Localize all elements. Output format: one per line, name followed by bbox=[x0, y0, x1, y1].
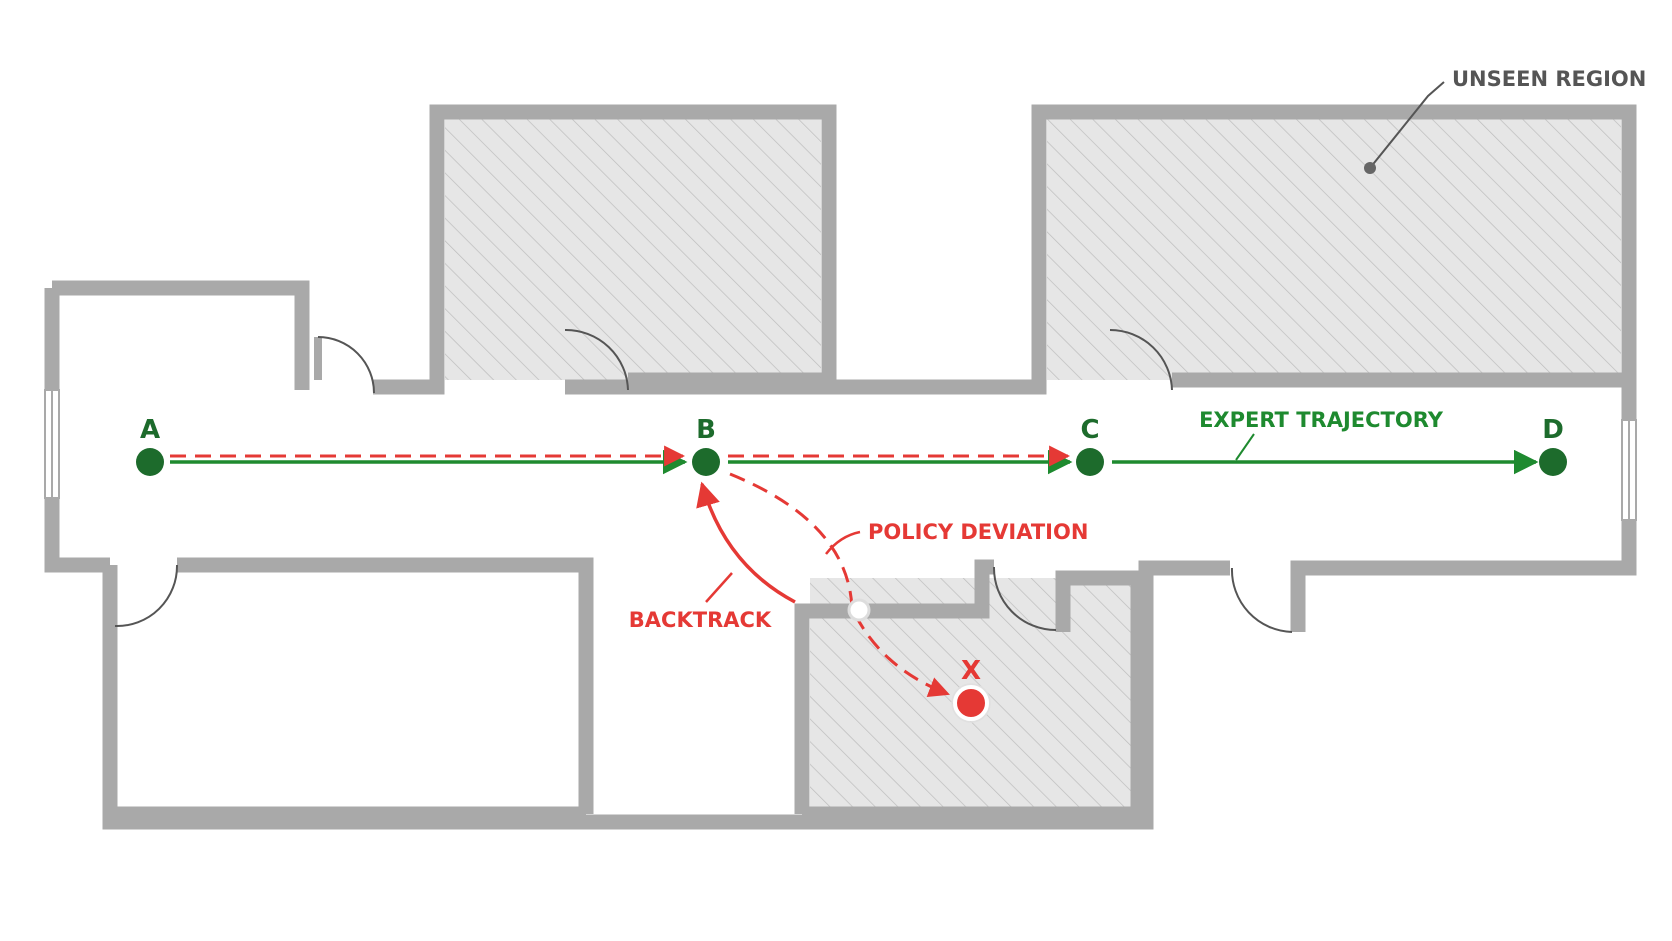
node-d bbox=[1539, 448, 1567, 476]
backtrack-label: BACKTRACK bbox=[629, 608, 772, 632]
wall-right-end bbox=[1290, 380, 1637, 632]
node-a bbox=[136, 448, 164, 476]
door-left-room bbox=[314, 336, 375, 394]
wall-left-room-side-lower bbox=[44, 498, 110, 573]
door-top-middle-room bbox=[564, 328, 629, 391]
leaders bbox=[705, 81, 1445, 603]
policy-trajectory bbox=[170, 445, 1071, 698]
node-x bbox=[953, 685, 989, 721]
unseen-region-dot bbox=[1364, 162, 1376, 174]
policy-deviation-label: POLICY DEVIATION bbox=[868, 520, 1088, 544]
node-b bbox=[692, 448, 720, 476]
wall-left-room-outer bbox=[52, 280, 310, 390]
wall-corridor-south-right bbox=[1138, 560, 1230, 578]
unseen-region-leader bbox=[1369, 81, 1445, 169]
node-d-label: D bbox=[1542, 415, 1564, 445]
policy-deviation-leader bbox=[825, 530, 861, 555]
windows bbox=[44, 389, 1637, 521]
expert-trajectory-label: EXPERT TRAJECTORY bbox=[1199, 408, 1444, 432]
door-bottom-middle-room bbox=[992, 566, 1057, 631]
unseen-region-label: UNSEEN REGION bbox=[1452, 67, 1646, 91]
wall-bottom-left-room bbox=[102, 565, 1154, 830]
walls bbox=[44, 104, 1637, 830]
labels: A B C D X UNSEEN REGION EXPERT TRAJECTOR… bbox=[140, 67, 1646, 686]
nodes bbox=[136, 448, 1567, 723]
backtrack-path bbox=[696, 481, 796, 604]
node-c bbox=[1076, 448, 1104, 476]
node-x-label: X bbox=[961, 656, 981, 686]
node-x-outline bbox=[951, 683, 991, 723]
wall-bottom-middle-room-right bbox=[802, 578, 1146, 822]
unseen-room-top-right bbox=[1047, 112, 1621, 380]
wall-bottom-middle-room bbox=[794, 559, 994, 814]
backtrack-leader bbox=[705, 572, 733, 603]
unseen-room-top-middle bbox=[445, 112, 821, 380]
doors bbox=[114, 328, 1293, 633]
node-b-label: B bbox=[696, 415, 716, 445]
wall-corridor-north-2 bbox=[829, 104, 1637, 395]
door-bottom-left-room bbox=[114, 564, 179, 628]
door-bottom-right bbox=[1230, 567, 1293, 633]
door-top-right-room bbox=[1109, 329, 1173, 391]
door-crossing-marker bbox=[847, 598, 871, 622]
expert-trajectory-leader bbox=[1235, 433, 1255, 461]
node-a-label: A bbox=[140, 415, 160, 445]
wall-corridor-south-left bbox=[177, 557, 594, 814]
node-c-label: C bbox=[1080, 415, 1099, 445]
